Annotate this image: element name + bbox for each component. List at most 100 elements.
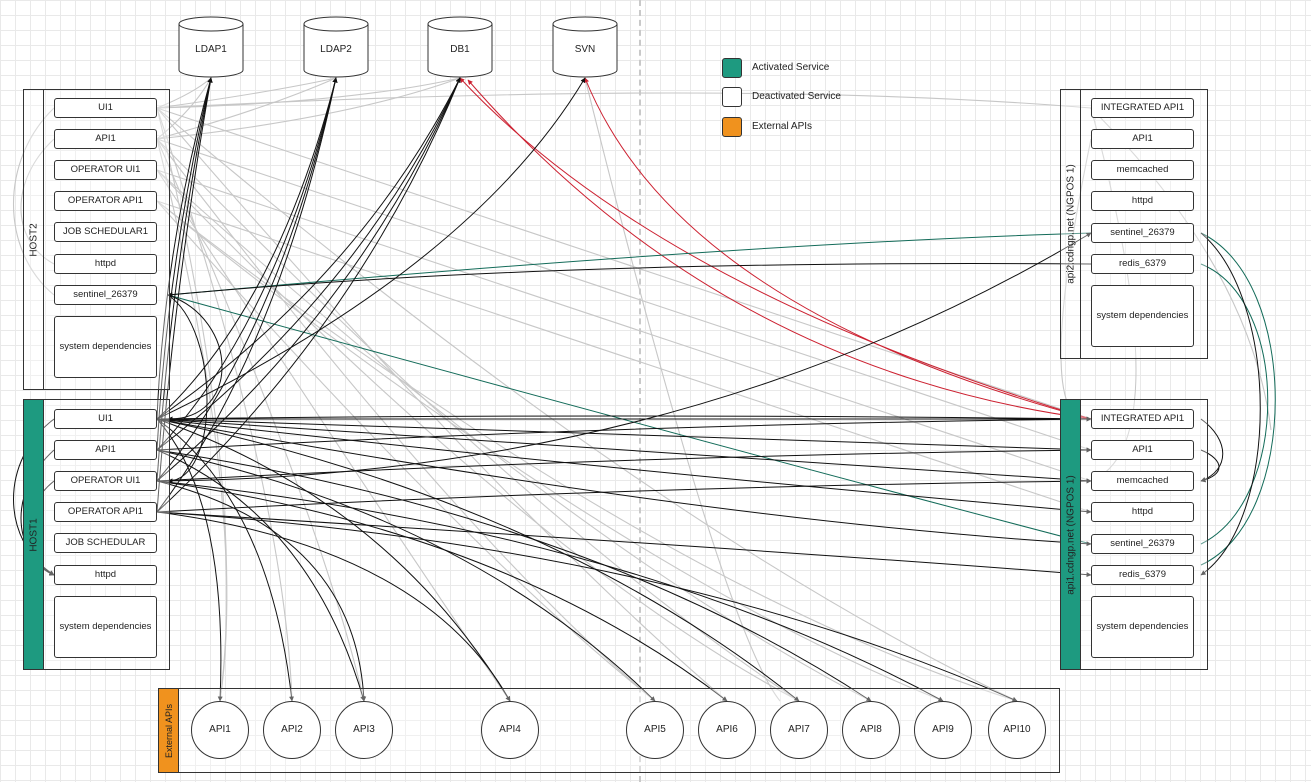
- gray-connection: [156, 138, 1092, 451]
- external-api-10[interactable]: API10: [988, 701, 1046, 759]
- ngpos-bottom-service-sentinel[interactable]: sentinel_26379: [1091, 534, 1194, 554]
- host-title: api2.cdngp.net (NGPOS 1): [1065, 164, 1076, 284]
- host1-service-httpd[interactable]: httpd: [54, 565, 157, 585]
- external-api-5[interactable]: API5: [626, 701, 684, 759]
- database-icon: [303, 16, 369, 78]
- gray-connection: [156, 107, 1092, 420]
- ngpos-top-service-integrated-api1[interactable]: INTEGRATED API1: [1091, 98, 1194, 118]
- ngpos-bottom-service-memcached[interactable]: memcached: [1091, 471, 1194, 491]
- gray-connection: [156, 138, 656, 702]
- legend-swatch: [722, 117, 742, 137]
- external-api-6[interactable]: API6: [698, 701, 756, 759]
- host2-service-httpd[interactable]: httpd: [54, 254, 157, 274]
- host2-service-operator-ui1[interactable]: OPERATOR UI1: [54, 160, 157, 180]
- database-label: DB1: [450, 44, 470, 55]
- ngpos-top-service-httpd[interactable]: httpd: [1091, 191, 1194, 211]
- host2-service-sentinel[interactable]: sentinel_26379: [54, 285, 157, 305]
- database-db1: DB1: [427, 16, 493, 78]
- green-connection: [1200, 232, 1276, 566]
- gray-connection: [156, 200, 944, 702]
- legend-label: External APIs: [752, 121, 813, 132]
- legend-label: Deactivated Service: [752, 91, 841, 102]
- database-icon: [427, 16, 493, 78]
- host1-service-job-schedular[interactable]: JOB SCHEDULAR: [54, 533, 157, 553]
- ngpos-bottom-title-bar: api1.cdngp.net (NGPOS 1): [1061, 400, 1081, 669]
- gray-connection: [156, 138, 365, 702]
- ngpos-bottom-service-api1[interactable]: API1: [1091, 440, 1194, 460]
- external-api-1[interactable]: API1: [191, 701, 249, 759]
- black-connection: [156, 77, 213, 482]
- ngpos-top-service-api1[interactable]: API1: [1091, 129, 1194, 149]
- gray-connection: [156, 200, 656, 702]
- database-label: SVN: [574, 44, 596, 55]
- red-connection: [584, 77, 1092, 420]
- ngpos-bottom-service-integrated-api1[interactable]: INTEGRATED API1: [1091, 409, 1194, 429]
- black-connection: [156, 77, 338, 420]
- green-connection: [167, 232, 1092, 296]
- black-connection: [167, 263, 1092, 298]
- host2-title-bar: HOST2: [24, 90, 44, 389]
- host2-service-ui1[interactable]: UI1: [54, 98, 157, 118]
- black-connection: [156, 77, 338, 451]
- black-connection: [156, 77, 213, 451]
- gray-connection: [156, 138, 800, 702]
- host1-service-system-dependencies[interactable]: system dependencies: [54, 596, 157, 658]
- ngpos-top-service-redis[interactable]: redis_6379: [1091, 254, 1194, 274]
- external-api-9[interactable]: API9: [914, 701, 972, 759]
- external-api-4[interactable]: API4: [481, 701, 539, 759]
- black-connection: [156, 77, 213, 420]
- database-ldap2: LDAP2: [303, 16, 369, 78]
- host2-service-job-schedular1[interactable]: JOB SCHEDULAR1: [54, 222, 157, 242]
- external-apis-title: External APIs: [163, 703, 174, 758]
- black-connection: [156, 447, 1092, 482]
- ngpos-top-service-sentinel[interactable]: sentinel_26379: [1091, 223, 1194, 243]
- host2-service-system-dependencies[interactable]: system dependencies: [54, 316, 157, 378]
- host1-title-bar: HOST1: [24, 400, 44, 669]
- host2-service-operator-api1[interactable]: OPERATOR API1: [54, 191, 157, 211]
- ngpos-top-service-system-dependencies[interactable]: system dependencies: [1091, 285, 1194, 347]
- gray-connection: [156, 169, 872, 702]
- gray-connection: [156, 77, 337, 109]
- external-api-3[interactable]: API3: [335, 701, 393, 759]
- ngpos-bottom-service-system-dependencies[interactable]: system dependencies: [1091, 596, 1194, 658]
- black-connection: [156, 77, 338, 482]
- black-connection: [156, 418, 511, 702]
- ngpos-bottom-service-redis[interactable]: redis_6379: [1091, 565, 1194, 585]
- external-apis-title-bar: External APIs: [159, 689, 179, 772]
- legend-label: Activated Service: [752, 62, 830, 73]
- black-connection: [156, 77, 213, 513]
- external-api-2[interactable]: API2: [263, 701, 321, 759]
- black-connection: [156, 232, 1092, 482]
- gray-connection: [156, 107, 728, 702]
- external-api-8[interactable]: API8: [842, 701, 900, 759]
- gray-connection: [156, 169, 800, 702]
- gray-connection: [156, 138, 228, 702]
- host1-service-operator-ui1[interactable]: OPERATOR UI1: [54, 471, 157, 491]
- black-connection: [156, 449, 872, 702]
- external-api-7[interactable]: API7: [770, 701, 828, 759]
- black-connection: [156, 511, 1092, 578]
- black-connection: [156, 77, 461, 420]
- gray-connection: [156, 77, 212, 140]
- ngpos-bottom-service-httpd[interactable]: httpd: [1091, 502, 1194, 522]
- host1-service-operator-api1[interactable]: OPERATOR API1: [54, 502, 157, 522]
- black-connection: [1200, 232, 1261, 576]
- host1-service-ui1[interactable]: UI1: [54, 409, 157, 429]
- database-icon: [552, 16, 618, 78]
- gray-connection: [156, 169, 1092, 482]
- host2-service-api1[interactable]: API1: [54, 129, 157, 149]
- gray-connection: [156, 107, 293, 702]
- gray-connection: [156, 200, 1018, 702]
- host1-service-api1[interactable]: API1: [54, 440, 157, 460]
- black-connection: [1200, 449, 1220, 483]
- legend-swatch: [722, 58, 742, 78]
- black-connection: [156, 415, 1092, 422]
- gray-connection: [584, 77, 781, 702]
- database-svn: SVN: [552, 16, 618, 78]
- region-divider: [639, 0, 641, 782]
- black-connection: [156, 418, 1092, 515]
- ngpos-top-title-bar: api2.cdngp.net (NGPOS 1): [1061, 90, 1081, 358]
- ngpos-top-service-memcached[interactable]: memcached: [1091, 160, 1194, 180]
- black-connection: [156, 77, 461, 482]
